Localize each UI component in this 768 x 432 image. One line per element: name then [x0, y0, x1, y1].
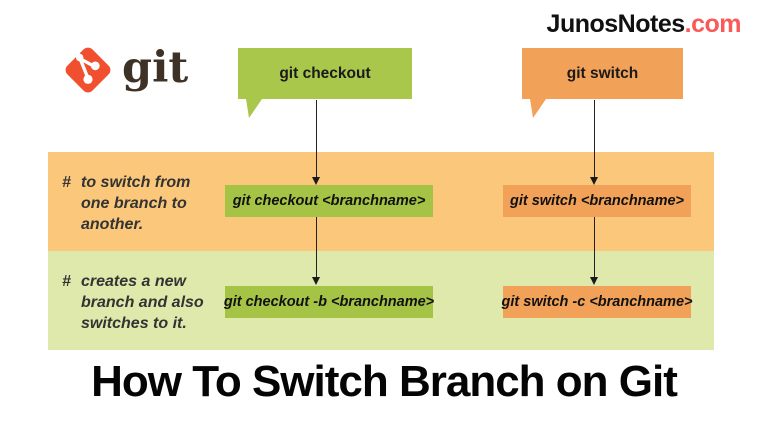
comment-line: another.: [81, 216, 144, 233]
bubble-tail: [530, 99, 546, 118]
arrow-head-icon: [590, 177, 598, 185]
brand-logo: JunosNotes.com: [546, 10, 742, 39]
arrow-shaft: [594, 100, 596, 178]
bubble-git-checkout-label: git checkout: [279, 64, 371, 82]
comment-line: to switch from: [81, 174, 191, 191]
comment-hash: #: [62, 273, 71, 290]
comment-hash: #: [62, 174, 71, 191]
comment-line: branch and also: [81, 294, 204, 311]
brand-name: JunosNotes: [546, 10, 686, 38]
cmd-checkout-basic: git checkout <branchname>: [225, 185, 433, 217]
arrow-head-icon: [312, 277, 320, 285]
arrow-basic-to-create-checkout: [312, 217, 321, 285]
comment-line: one branch to: [81, 195, 187, 212]
cmd-switch-create: git switch -c <branchname>: [502, 286, 693, 318]
comment-text: to switch from one branch to another.: [81, 172, 190, 235]
comment-switch-branch: # to switch from one branch to another.: [62, 172, 232, 235]
comment-line: switches to it.: [81, 315, 187, 332]
comment-text: creates a new branch and also switches t…: [81, 271, 204, 334]
git-wordmark: git: [122, 43, 189, 93]
bubble-tail: [246, 99, 262, 118]
bubble-git-switch: git switch: [522, 48, 683, 118]
arrow-shaft: [594, 217, 596, 278]
git-branch-icon: [65, 47, 111, 93]
bubble-git-switch-label: git switch: [566, 64, 639, 82]
comment-line: creates a new: [81, 273, 186, 290]
cmd-switch-basic: git switch <branchname>: [503, 185, 691, 217]
arrow-basic-to-create-switch: [590, 217, 599, 285]
arrow-shaft: [316, 100, 318, 178]
arrow-head-icon: [312, 177, 320, 185]
arrow-checkout-to-basic: [312, 100, 321, 185]
comment-create-branch: # creates a new branch and also switches…: [62, 271, 232, 334]
bubble-git-checkout: git checkout: [238, 48, 412, 118]
cmd-checkout-create: git checkout -b <branchname>: [224, 286, 434, 318]
git-logo: git: [62, 44, 188, 96]
arrow-head-icon: [590, 277, 598, 285]
page-title: How To Switch Branch on Git: [91, 357, 678, 406]
arrow-switch-to-basic: [590, 100, 599, 185]
brand-tld: .com: [684, 10, 742, 38]
arrow-shaft: [316, 217, 318, 278]
